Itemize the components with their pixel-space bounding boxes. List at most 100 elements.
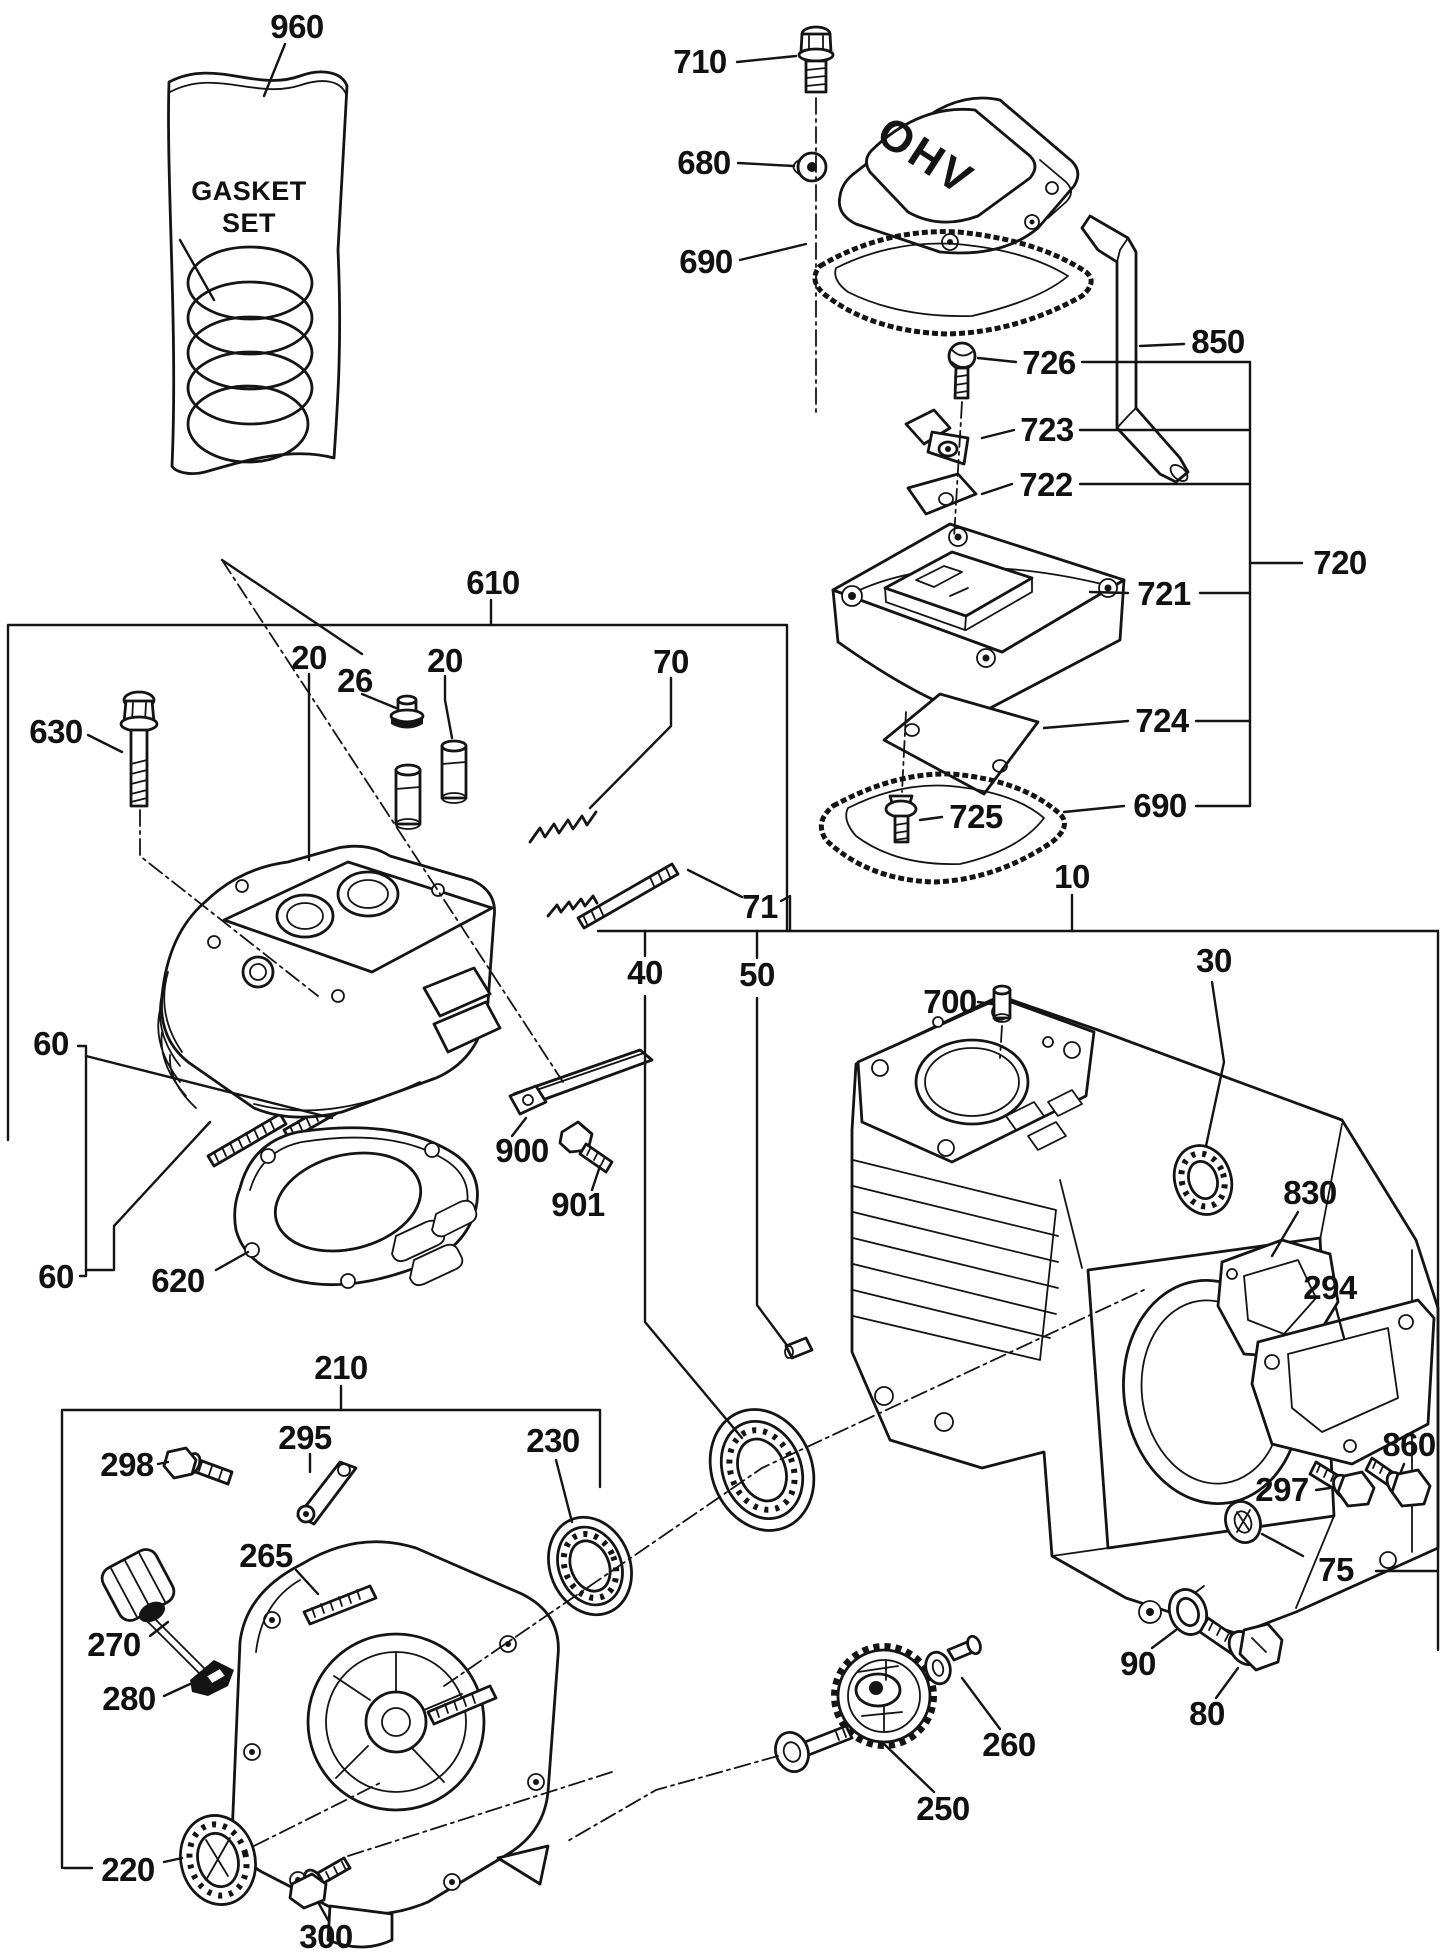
part-label-960: 960 [270, 8, 324, 45]
leader-90 [1150, 1628, 1178, 1650]
leader-265 [294, 1568, 320, 1596]
leader-700 [976, 1000, 994, 1006]
part-label-280: 280 [102, 1680, 156, 1717]
leader-80 [1214, 1666, 1240, 1700]
part-label-60: 60 [38, 1258, 74, 1295]
oil-seal-220 [179, 1814, 257, 1906]
bolt-630 [119, 690, 159, 808]
part-label-297: 297 [1255, 1471, 1309, 1508]
ball-bearing-small [547, 1515, 633, 1617]
part-label-722: 722 [1019, 466, 1073, 503]
crankcase-cover [231, 1540, 560, 1949]
leader-620 [214, 1250, 250, 1272]
part-label-75: 75 [1318, 1551, 1354, 1588]
leader-722 [980, 482, 1014, 496]
part-label-30: 30 [1196, 942, 1232, 979]
part-label-60: 60 [33, 1025, 69, 1062]
leader-70 [588, 676, 673, 810]
leader-830 [1270, 1210, 1300, 1258]
gasket-set-sheet: GASKET SET [167, 70, 349, 475]
leader-lines [6, 42, 1440, 1922]
cover-plate-724 [882, 692, 1040, 796]
part-label-700: 700 [923, 983, 977, 1020]
part-label-40: 40 [627, 954, 663, 991]
axis-governor-shaft [565, 1755, 779, 1843]
leader-724 [1042, 719, 1130, 730]
bolt-300 [288, 1856, 352, 1910]
dipstick-270 [100, 1548, 207, 1675]
line-50 [755, 996, 788, 1346]
axis-630 [139, 809, 319, 997]
box-210 [60, 1408, 602, 1870]
leader-60-lower [84, 1120, 212, 1272]
pin-50 [784, 1336, 814, 1360]
part-label-26: 26 [337, 662, 373, 699]
reed-plate-722 [906, 472, 978, 516]
part-label-270: 270 [87, 1626, 141, 1663]
part-label-294: 294 [1303, 1269, 1358, 1306]
valve-keeper-723 [904, 408, 970, 466]
axis-220 [253, 1781, 383, 1847]
part-label-710: 710 [673, 43, 727, 80]
governor-shaft [774, 1724, 854, 1773]
leader-725 [918, 815, 944, 822]
part-label-690: 690 [679, 243, 733, 280]
governor-gear-250 [831, 1643, 937, 1749]
leader-297 [1314, 1486, 1332, 1492]
stud-60-a [206, 1112, 288, 1168]
leader-860 [1398, 1462, 1406, 1476]
axis-crankshaft [443, 1287, 1149, 1687]
leader-230 [554, 1458, 574, 1524]
dowel-pin-700 [992, 984, 1012, 1023]
leader-60-upper [84, 1054, 334, 1120]
leader-690-lower [1062, 804, 1126, 814]
part-label-300: 300 [299, 1918, 353, 1955]
bolt-725 [884, 794, 918, 844]
part-label-20: 20 [291, 639, 327, 676]
part-label-20: 20 [427, 642, 463, 679]
part-label-610: 610 [466, 564, 520, 601]
leader-850 [1138, 342, 1186, 348]
gasket-690-upper [812, 229, 1094, 337]
part-label-90: 90 [1120, 1645, 1156, 1682]
part-label-220: 220 [101, 1851, 155, 1888]
part-label-70: 70 [653, 643, 689, 680]
part-label-71: 71 [742, 888, 778, 925]
head-cover-721 [831, 522, 1126, 718]
leader-690-upper [738, 242, 808, 262]
leader-726 [976, 356, 1018, 364]
part-label-680: 680 [677, 144, 731, 181]
part-label-690: 690 [1133, 787, 1187, 824]
part-label-210: 210 [314, 1349, 368, 1386]
valve-guide-right [440, 739, 468, 804]
ball-bearing-large [708, 1408, 816, 1532]
axis-300 [347, 1771, 613, 1857]
gasket-set-text-line2: SET [222, 208, 276, 238]
part-label-250: 250 [916, 1790, 970, 1827]
bolt-710 [797, 25, 835, 94]
valve-spring-b [546, 894, 599, 918]
line-40 [643, 994, 744, 1440]
valve-spring-a [528, 810, 598, 844]
ray-gasket-set-a [220, 558, 364, 656]
bolt-901 [558, 1120, 614, 1174]
seal-75 [1224, 1500, 1262, 1544]
cylinder-block [850, 994, 1440, 1636]
bracket-60 [76, 1044, 88, 1278]
leader-900 [510, 1116, 528, 1138]
clip-280 [190, 1660, 234, 1696]
part-label-298: 298 [100, 1446, 154, 1483]
valve-guide-left [394, 763, 422, 830]
part-label-900: 900 [495, 1132, 549, 1169]
leader-721 [1088, 590, 1130, 595]
leader-300 [316, 1900, 330, 1922]
head-gasket-620 [233, 1126, 479, 1289]
leader-220 [162, 1856, 184, 1864]
leader-26 [360, 692, 398, 710]
leader-280 [162, 1682, 192, 1698]
leader-630 [86, 733, 124, 754]
axis-700 [999, 1025, 1003, 1059]
part-label-80: 80 [1189, 1695, 1225, 1732]
